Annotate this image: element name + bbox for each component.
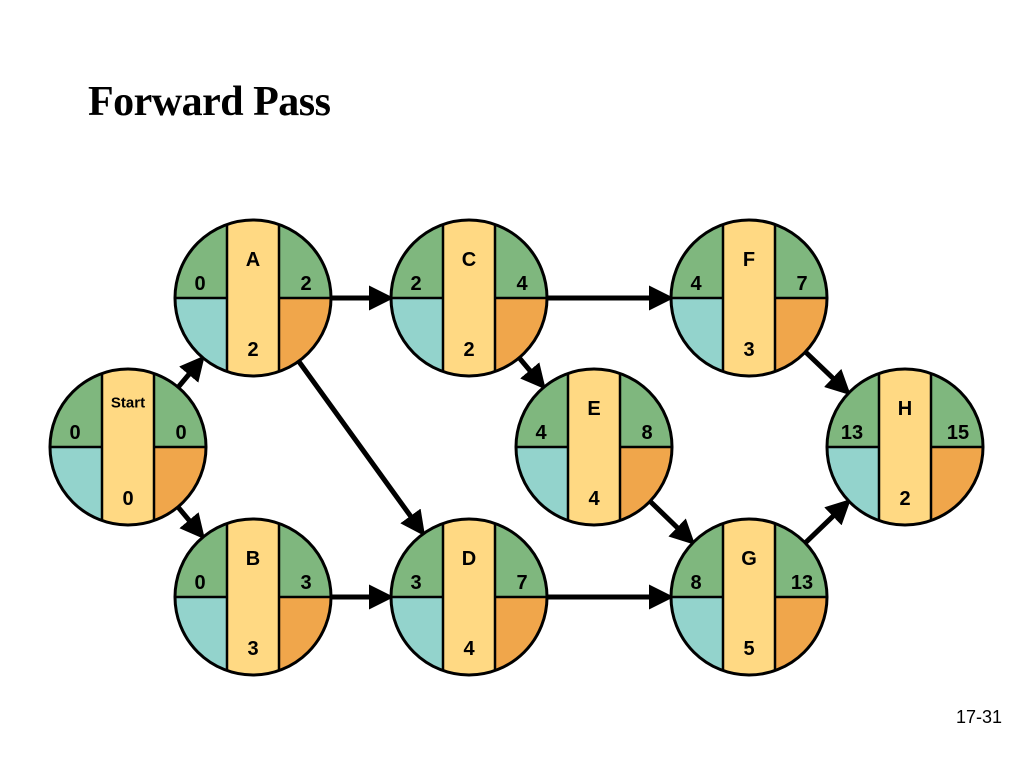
slide-title: Forward Pass	[88, 79, 331, 125]
activity-node-h: H 13 15 2	[825, 367, 985, 527]
activity-center-strip	[225, 519, 281, 675]
activity-name-label: Start	[111, 395, 145, 412]
duration-label: 2	[899, 488, 910, 510]
edge-a-to-d	[296, 359, 426, 537]
early-finish-label: 8	[641, 422, 652, 444]
activity-center-strip	[566, 369, 622, 525]
edge-e-to-g	[648, 499, 696, 545]
edge-g-to-h	[803, 498, 851, 545]
early-finish-label: 0	[175, 422, 186, 444]
node-outline	[514, 367, 674, 527]
duration-label: 2	[247, 339, 258, 361]
activity-center-strip	[441, 220, 497, 376]
activity-node-d: D 3 7 4	[389, 517, 549, 677]
duration-label: 4	[463, 638, 475, 660]
early-finish-label: 7	[516, 572, 527, 594]
early-start-label: 4	[535, 422, 547, 444]
early-start-label: 3	[410, 572, 421, 594]
node-outline	[825, 367, 985, 527]
early-finish-label: 15	[947, 422, 969, 444]
activity-name-label: A	[246, 249, 260, 271]
activity-node-a: A 0 2 2	[173, 218, 333, 378]
early-start-label: 0	[194, 273, 205, 295]
activity-name-label: C	[462, 249, 476, 271]
early-start-label: 0	[194, 572, 205, 594]
activity-node-e: E 4 8 4	[514, 367, 674, 527]
edge-start-to-b	[176, 505, 205, 540]
duration-label: 3	[247, 638, 258, 660]
activity-name-label: F	[743, 249, 755, 271]
early-start-label: 0	[69, 422, 80, 444]
duration-label: 0	[122, 488, 133, 510]
edge-c-to-e	[517, 356, 546, 390]
edge-start-to-a	[176, 355, 205, 389]
node-outline	[389, 218, 549, 378]
early-start-label: 13	[841, 422, 863, 444]
node-outline	[48, 367, 208, 527]
node-outline	[173, 218, 333, 378]
early-finish-label: 13	[791, 572, 813, 594]
activity-node-start: Start 0 0 0	[48, 367, 208, 527]
activity-name-label: G	[741, 548, 757, 570]
activity-center-strip	[721, 519, 777, 675]
activity-node-c: C 2 4 2	[389, 218, 549, 378]
activity-name-label: E	[587, 398, 600, 420]
activity-center-strip	[721, 220, 777, 376]
early-start-label: 4	[690, 273, 702, 295]
duration-label: 4	[588, 488, 600, 510]
node-outline	[173, 517, 333, 677]
activity-node-b: B 0 3 3	[173, 517, 333, 677]
node-outline	[669, 218, 829, 378]
edges-layer	[176, 285, 851, 610]
activity-name-label: B	[246, 548, 260, 570]
duration-label: 5	[743, 638, 754, 660]
activity-center-strip	[441, 519, 497, 675]
slide-number: 17-31	[955, 707, 1002, 727]
activity-name-label: D	[462, 548, 476, 570]
activity-name-label: H	[898, 398, 912, 420]
activity-node-g: G 8 13 5	[669, 517, 829, 677]
early-start-label: 2	[410, 273, 421, 295]
early-finish-label: 4	[516, 273, 528, 295]
node-outline	[669, 517, 829, 677]
activity-center-strip	[225, 220, 281, 376]
edge-f-to-h	[803, 350, 851, 396]
early-start-label: 8	[690, 572, 701, 594]
duration-label: 2	[463, 339, 474, 361]
activity-center-strip	[877, 369, 933, 525]
activity-node-f: F 4 7 3	[669, 218, 829, 378]
early-finish-label: 7	[796, 273, 807, 295]
early-finish-label: 3	[300, 572, 311, 594]
node-outline	[389, 517, 549, 677]
duration-label: 3	[743, 339, 754, 361]
activity-center-strip	[100, 369, 156, 525]
early-finish-label: 2	[300, 273, 311, 295]
